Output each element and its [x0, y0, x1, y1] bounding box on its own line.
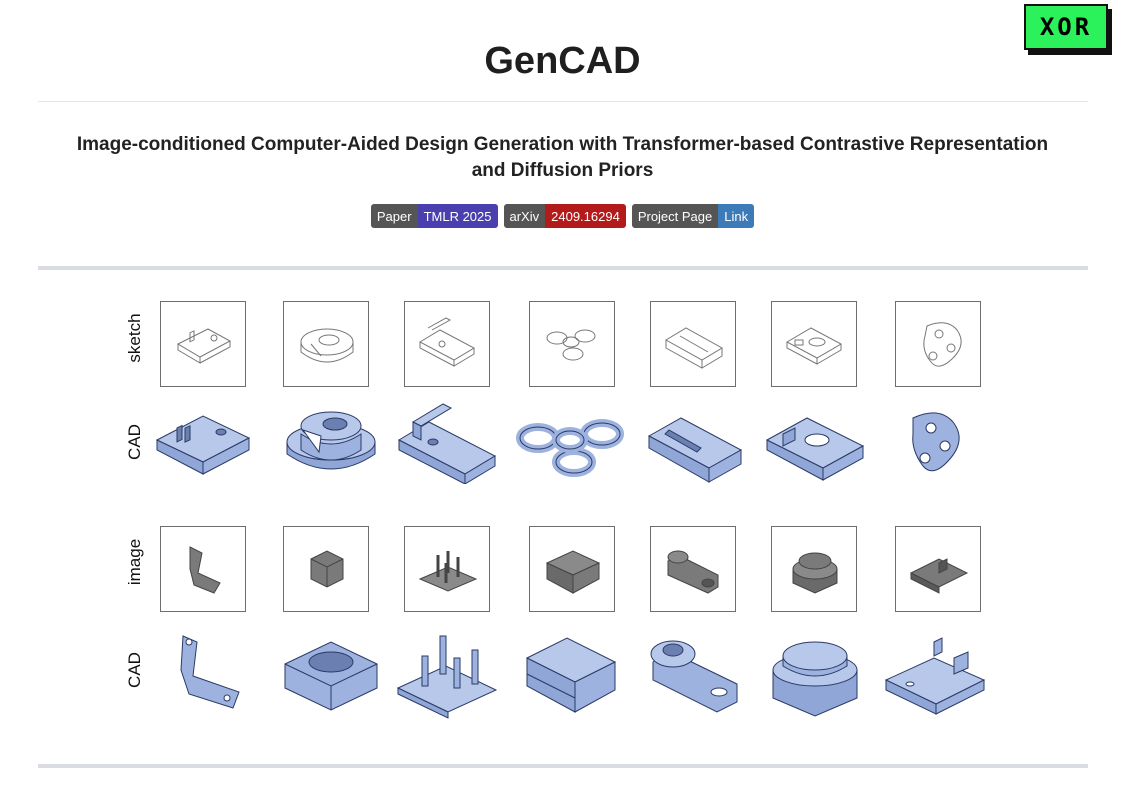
- image-thumbnail: [650, 526, 736, 612]
- sketch-thumbnail: [404, 301, 490, 387]
- subtitle-line-1: Image-conditioned Computer-Aided Design …: [76, 134, 1049, 155]
- cad-model: [392, 394, 502, 490]
- title-divider: [38, 101, 1088, 102]
- image-thumbnail: [771, 526, 857, 612]
- cad-model: [880, 394, 990, 490]
- sketch-thumbnail: [895, 301, 981, 387]
- paper-subtitle: Image-conditioned Computer-Aided Design …: [40, 132, 1085, 184]
- cad-model: [760, 394, 870, 490]
- arxiv-badge-value: 2409.16294: [545, 204, 626, 228]
- image-thumbnail: [283, 526, 369, 612]
- page-title: GenCAD: [484, 40, 641, 82]
- project-page-badge-label: Project Page: [631, 204, 719, 228]
- cad-model: [640, 394, 750, 490]
- paper-badge[interactable]: Paper TMLR 2025: [370, 204, 498, 228]
- paper-badge-label: Paper: [370, 204, 418, 228]
- sketch-thumbnail: [283, 301, 369, 387]
- sketch-thumbnail: [529, 301, 615, 387]
- arxiv-badge-label: arXiv: [503, 204, 546, 228]
- link-badges: Paper TMLR 2025 arXiv 2409.16294 Project…: [0, 204, 1125, 228]
- sketch-thumbnail: [160, 301, 246, 387]
- subtitle-line-2: and Diffusion Priors: [471, 160, 654, 181]
- cad-model: [276, 626, 386, 722]
- section-divider-bottom: [38, 764, 1088, 768]
- section-divider-top: [38, 266, 1088, 270]
- cad-model: [392, 626, 502, 722]
- cad-model: [516, 394, 626, 490]
- cad-model: [516, 626, 626, 722]
- xor-logo: XOR: [1024, 4, 1108, 50]
- cad-model: [760, 626, 870, 722]
- row-label-sketch: sketch: [125, 313, 144, 363]
- cad-model: [276, 394, 386, 490]
- image-thumbnail: [160, 526, 246, 612]
- arxiv-badge[interactable]: arXiv 2409.16294: [503, 204, 626, 228]
- project-page-badge-value: Link: [718, 204, 755, 228]
- paper-badge-value: TMLR 2025: [417, 204, 498, 228]
- cad-model: [150, 626, 260, 722]
- image-thumbnail: [529, 526, 615, 612]
- row-label-image: image: [125, 538, 144, 586]
- row-label-cad-1: CAD: [125, 424, 144, 460]
- cad-model: [148, 394, 258, 490]
- image-thumbnail: [404, 526, 490, 612]
- cad-model: [880, 626, 990, 722]
- project-page-badge[interactable]: Project Page Link: [631, 204, 755, 228]
- row-label-cad-2: CAD: [125, 652, 144, 688]
- sketch-thumbnail: [771, 301, 857, 387]
- sketch-thumbnail: [650, 301, 736, 387]
- cad-model: [640, 626, 750, 722]
- image-thumbnail: [895, 526, 981, 612]
- teaser-figure: sketch CAD image CAD: [0, 290, 1125, 730]
